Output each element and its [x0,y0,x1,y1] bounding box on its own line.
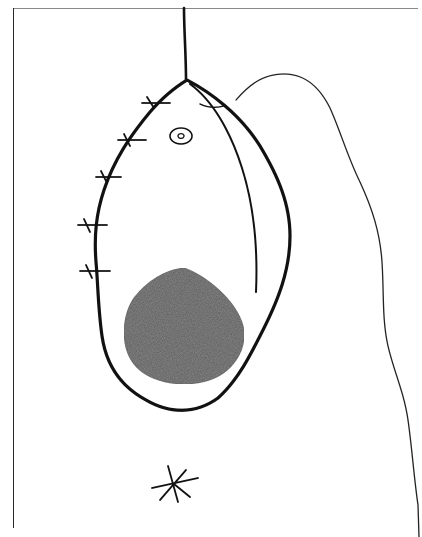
inner-seam-line [190,84,256,292]
right-contour-line [236,74,419,537]
dark-blob [124,268,244,384]
stitch-mark [78,219,107,232]
stitch-marks [78,97,170,278]
top-stem-line [184,8,186,80]
small-ring-outer [170,128,192,144]
small-ring-dot [178,134,184,139]
asterisk-star-icon [152,466,198,502]
